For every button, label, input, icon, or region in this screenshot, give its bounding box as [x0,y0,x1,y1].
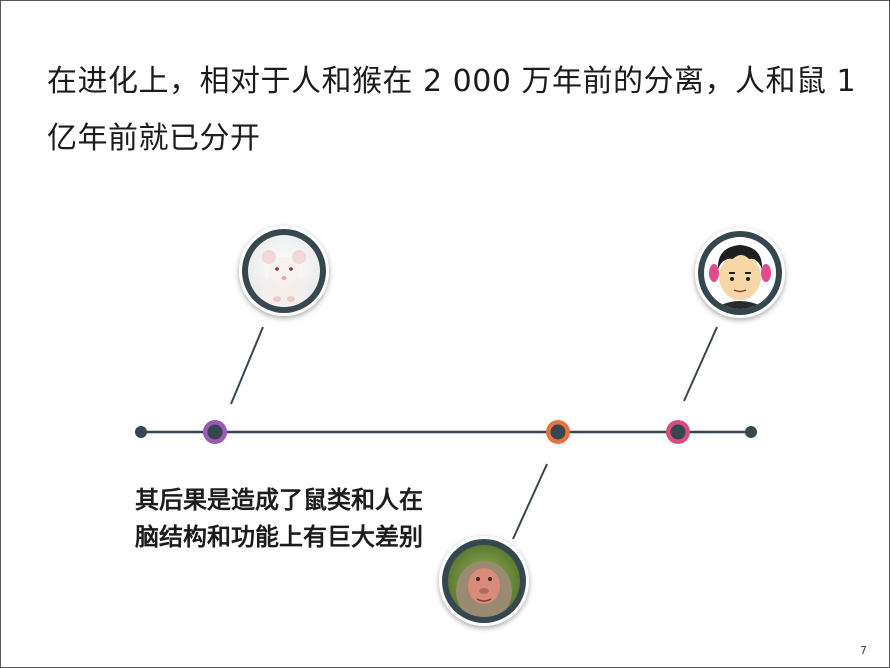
mouse-marker [203,420,227,444]
timeline-start-node [135,426,147,438]
slide-title: 在进化上，相对于人和猴在 2 000 万年前的分离，人和鼠 1 亿年前就已分开 [47,64,857,156]
human-cartoon-icon [695,228,785,318]
human-connector [683,326,718,402]
timeline-end-node [745,426,757,438]
mouse-photo-icon [239,226,329,316]
page-number: 7 [860,644,867,657]
consequence-note: 其后果是造成了鼠类和人在脑结构和功能上有巨大差别 [135,486,423,551]
mouse-connector [230,326,264,405]
monkey-photo-icon [439,536,529,626]
monkey-marker [546,420,570,444]
monkey-connector [512,463,548,540]
human-marker [666,420,690,444]
